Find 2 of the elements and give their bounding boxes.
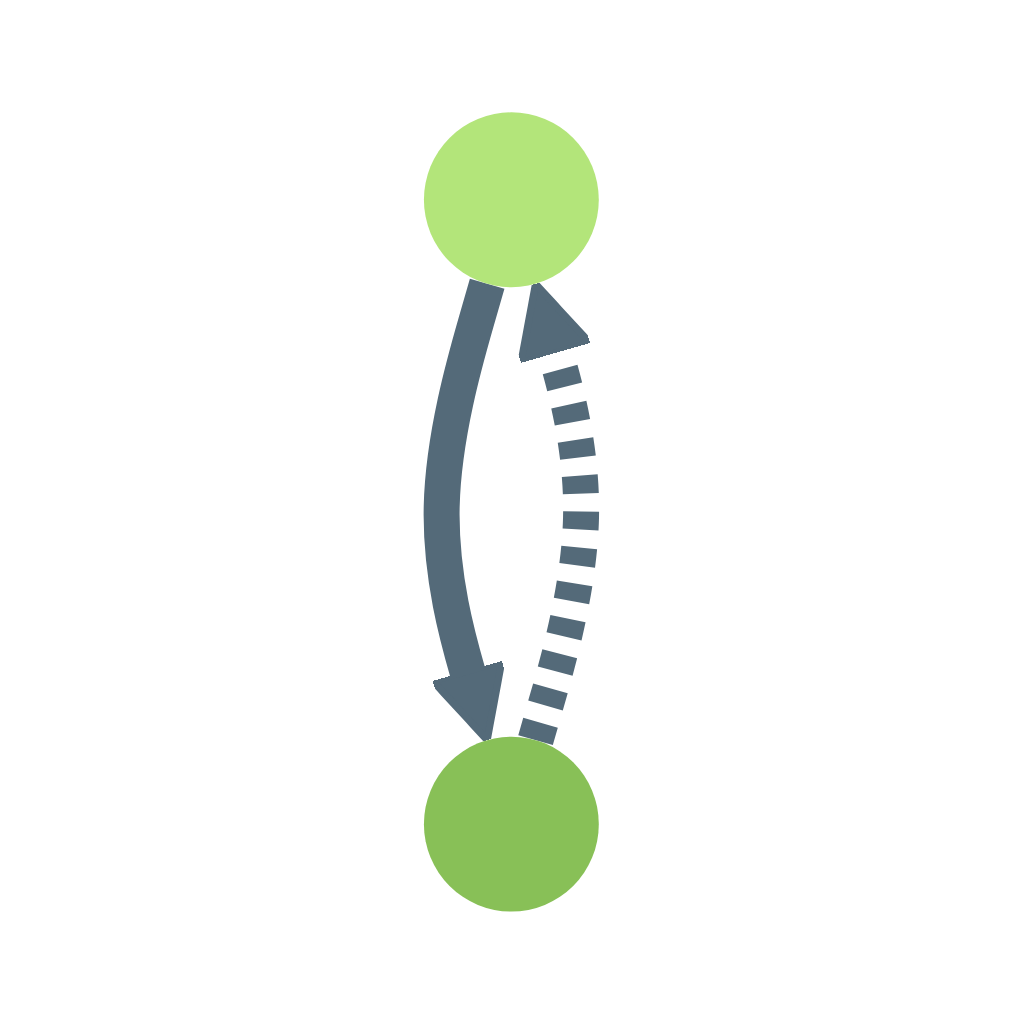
arrow	[424, 278, 507, 744]
arrow	[517, 280, 600, 746]
